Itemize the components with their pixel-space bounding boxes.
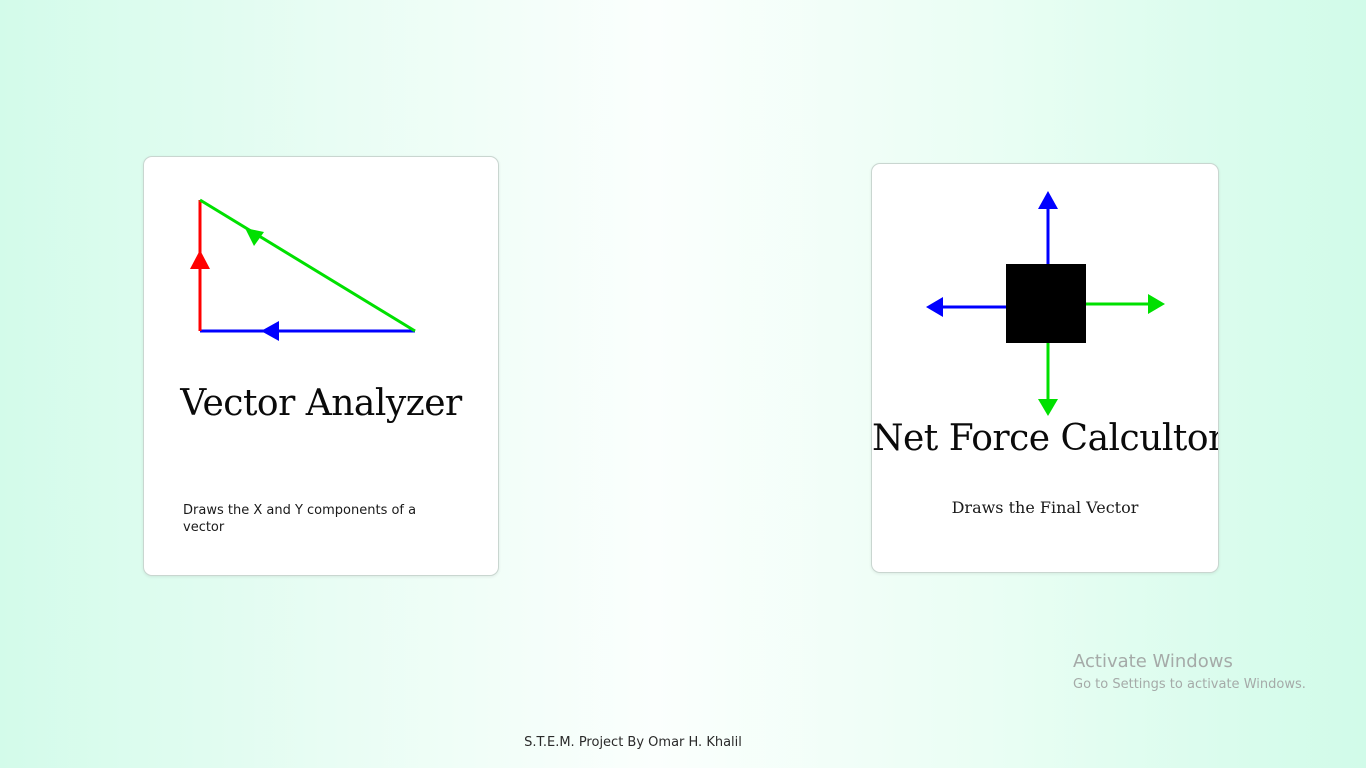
force-down-arrowhead — [1038, 399, 1058, 416]
vector-analyzer-card[interactable]: Vector Analyzer Draws the X and Y compon… — [143, 156, 499, 576]
y-component-arrowhead — [190, 250, 210, 269]
vector-triangle-icon — [190, 198, 416, 341]
x-component-arrowhead — [261, 321, 279, 341]
resultant-arrowhead — [245, 228, 264, 246]
force-left-arrowhead — [926, 297, 943, 317]
force-diagram-icon — [926, 191, 1165, 416]
card-description: Draws the Final Vector — [951, 498, 1139, 517]
force-up-arrowhead — [1038, 191, 1058, 209]
resultant-line — [199, 198, 416, 333]
footer-credit: S.T.E.M. Project By Omar H. Khalil — [524, 735, 742, 750]
card-description: Draws the X and Y components of a vector — [183, 503, 417, 535]
watermark-subtitle: Go to Settings to activate Windows. — [1073, 677, 1306, 692]
card-title: Vector Analyzer — [180, 383, 462, 424]
net-force-calculator-card[interactable]: Net Force Calcultor Draws the Final Vect… — [871, 163, 1219, 573]
watermark-title: Activate Windows — [1073, 651, 1233, 672]
card-title: Net Force Calcultor — [872, 418, 1219, 459]
activate-windows-watermark: Activate Windows Go to Settings to activ… — [1073, 651, 1306, 695]
body-square — [1006, 264, 1086, 343]
force-right-arrowhead — [1148, 294, 1165, 314]
